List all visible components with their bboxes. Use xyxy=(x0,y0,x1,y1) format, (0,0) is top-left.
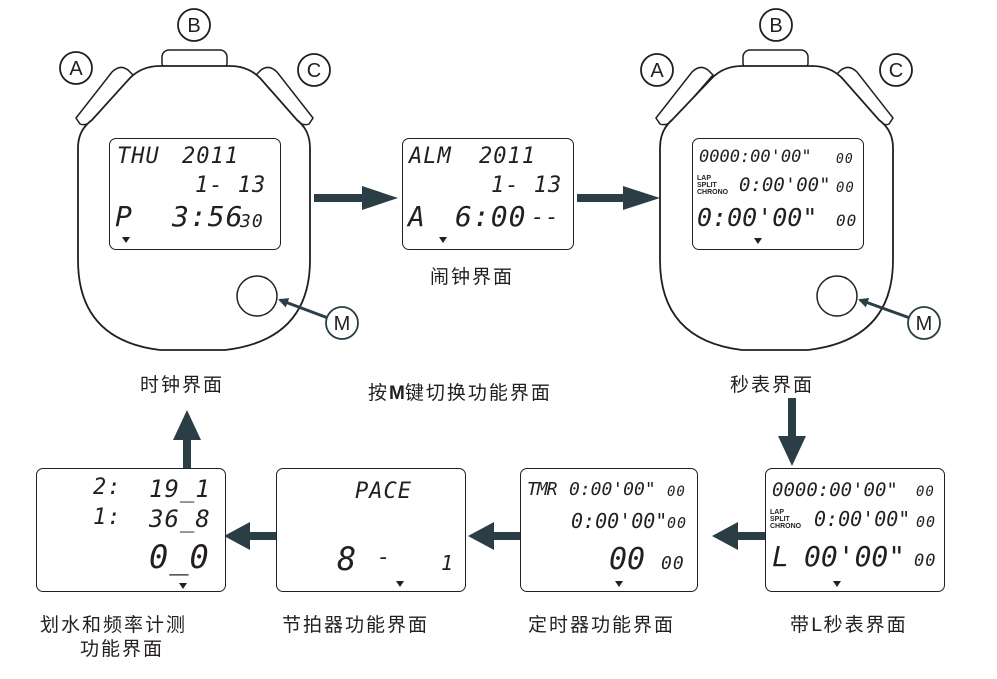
alarm-suffix: -- xyxy=(531,205,560,230)
button-m-label: M xyxy=(334,313,351,335)
label-split: SPLIT xyxy=(770,516,790,523)
lap-row1: 0000:00'00" xyxy=(772,479,898,501)
stroke-row1-label: 2: xyxy=(93,475,122,500)
lcd-stopwatch: 0000:00'00" 00 LAP SPLIT CHRONO 0:00'00"… xyxy=(692,138,864,250)
caption-stroke-line1: 划水和频率计测 xyxy=(40,614,188,636)
stopwatch-row2-hundredths: 00 xyxy=(836,180,855,196)
metronome-value: 8 xyxy=(337,540,358,578)
label-chrono: CHRONO xyxy=(697,189,729,196)
caption-stopwatch: 秒表界面 xyxy=(730,374,815,396)
clock-seconds: 30 xyxy=(240,211,264,232)
hint-suffix: 键切换功能界面 xyxy=(404,382,552,404)
caption-clock: 时钟界面 xyxy=(140,374,225,396)
mode-indicator-icon xyxy=(122,237,130,243)
alarm-date: 1- 13 xyxy=(491,173,563,198)
clock-year: 2011 xyxy=(182,144,239,169)
lcd-stroke: 2: 19_1 1: 36_8 0_0 xyxy=(36,468,226,592)
metronome-beat: 1 xyxy=(441,551,455,575)
button-c-label: C xyxy=(889,60,903,82)
caption-timer: 定时器功能界面 xyxy=(528,614,676,636)
metronome-label: PACE xyxy=(355,479,412,504)
stopwatch-row1: 0000:00'00" xyxy=(699,147,812,167)
lcd-metronome: PACE 8 - 1 xyxy=(276,468,466,592)
caption-metronome: 节拍器功能界面 xyxy=(282,614,430,636)
mode-indicator-icon xyxy=(396,581,404,587)
clock-time: 3:56 xyxy=(172,200,244,233)
arrow-lap-to-timer xyxy=(712,522,766,550)
button-a-label: A xyxy=(69,58,83,80)
lcd-alarm: ALM 2011 1- 13 A 6:00 -- xyxy=(402,138,574,250)
label-lap: LAP xyxy=(697,175,711,182)
alarm-time: 6:00 xyxy=(455,200,527,233)
mode-indicator-icon xyxy=(439,237,447,243)
lcd-clock: THU 2011 1- 13 P 3:56 30 xyxy=(109,138,281,250)
label-lap: LAP xyxy=(770,509,784,516)
button-m-shape[interactable] xyxy=(236,275,278,317)
button-m-shape[interactable] xyxy=(816,275,858,317)
lap-row3-hundredths: 00 xyxy=(914,551,937,571)
hint-prefix: 按 xyxy=(368,382,390,404)
stopwatch-row3: 0:00'00" xyxy=(697,203,818,232)
hint-key: M xyxy=(389,383,405,404)
caption-stroke-line2: 功能界面 xyxy=(80,638,165,660)
alarm-mode: A xyxy=(408,200,426,233)
label-chrono: CHRONO xyxy=(770,523,802,530)
stopwatch-row1-hundredths: 00 xyxy=(836,152,854,167)
caption-switch-hint: 按M键切换功能界面 xyxy=(368,378,552,405)
caption-alarm: 闹钟界面 xyxy=(430,266,515,288)
button-b-label: B xyxy=(187,15,200,37)
timer-row1: 0:00'00" xyxy=(569,479,656,500)
timer-row3-hundredths: 00 xyxy=(661,553,685,574)
arrow-clock-to-alarm xyxy=(314,186,398,210)
stopwatch-row2: 0:00'00" xyxy=(739,174,831,196)
arrow-stopwatch-to-lap xyxy=(778,398,806,466)
timer-row3: 00 xyxy=(609,542,646,577)
alarm-label: ALM xyxy=(409,144,452,169)
arrow-alarm-to-stopwatch xyxy=(577,186,660,210)
stopwatch-row3-hundredths: 00 xyxy=(836,211,858,230)
clock-ampm: P xyxy=(115,200,133,233)
mode-indicator-icon xyxy=(179,583,187,589)
timer-row2-hundredths: 00 xyxy=(667,514,688,532)
stroke-row2-value: 36_8 xyxy=(149,505,211,533)
button-a-shape[interactable] xyxy=(655,66,715,126)
caption-lap-stopwatch: 带L秒表界面 xyxy=(790,614,908,636)
label-split: SPLIT xyxy=(697,182,717,189)
button-m-label: M xyxy=(916,313,933,335)
lcd-lap-stopwatch: 0000:00'00" 00 LAP SPLIT CHRONO 0:00'00"… xyxy=(765,468,945,592)
clock-date: 1- 13 xyxy=(195,173,267,198)
lap-row1-hundredths: 00 xyxy=(916,484,935,500)
clock-day: THU xyxy=(117,144,160,169)
stroke-row3-value: 0_0 xyxy=(149,538,210,576)
button-a-label: A xyxy=(650,60,664,82)
button-c-label: C xyxy=(307,60,321,82)
timer-row1-hundredths: 00 xyxy=(667,484,686,500)
timer-row2: 0:00'00" xyxy=(571,509,668,533)
lap-row3: 00'00" xyxy=(804,540,906,573)
timer-label: TMR xyxy=(527,479,557,500)
stroke-row2-label: 1: xyxy=(93,505,122,530)
metronome-dash: - xyxy=(377,545,392,570)
button-b-label: B xyxy=(769,15,782,37)
arrow-stroke-to-clock xyxy=(173,410,201,468)
alarm-year: 2011 xyxy=(479,144,536,169)
flow-arrows xyxy=(173,186,806,550)
mode-indicator-icon xyxy=(833,581,841,587)
lap-prefix: L xyxy=(772,540,790,573)
lap-row2: 0:00'00" xyxy=(814,507,911,531)
lap-row2-hundredths: 00 xyxy=(916,513,937,531)
arrow-timer-to-metronome xyxy=(468,522,520,550)
stroke-row1-value: 19_1 xyxy=(149,475,211,503)
mode-indicator-icon xyxy=(615,581,623,587)
mode-indicator-icon xyxy=(754,238,762,244)
lcd-timer: TMR 0:00'00" 00 0:00'00" 00 00 00 xyxy=(520,468,698,592)
arrow-metronome-to-stroke xyxy=(224,522,276,550)
